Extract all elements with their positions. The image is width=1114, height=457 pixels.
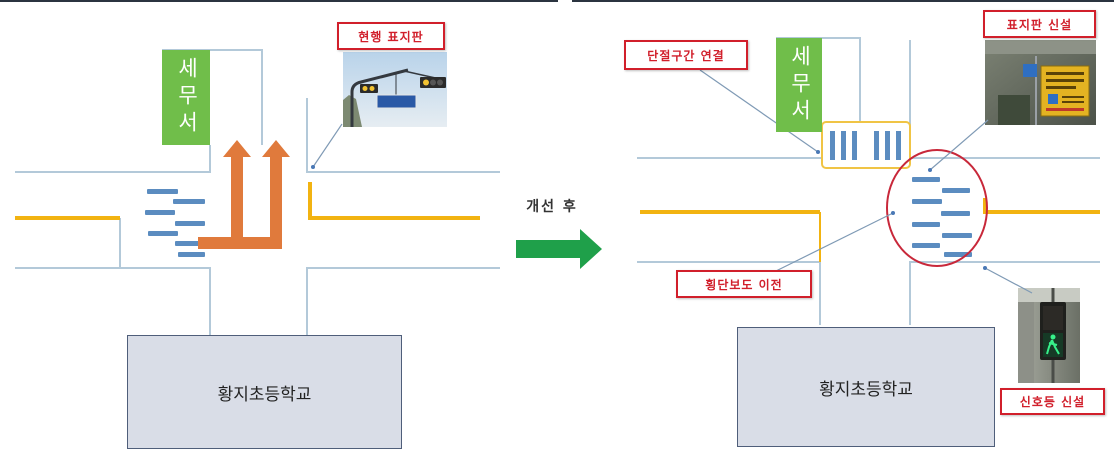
center-line-east: [308, 182, 480, 220]
sign-symbol: [1048, 94, 1058, 104]
crosswalk-stripe: [148, 231, 178, 236]
new-signal-photo: [1018, 288, 1080, 383]
road-edge-north-east: [306, 98, 500, 173]
signal-lamp: [362, 86, 368, 91]
straight-arrow-left: [198, 140, 251, 249]
tax-office-building: 세무서: [776, 38, 822, 132]
crosswalk-stripe: [912, 222, 940, 227]
road-edge-south-east: [306, 267, 500, 335]
bushes: [998, 95, 1030, 125]
building-label: 세무서: [175, 57, 198, 138]
signal-pole: [350, 68, 409, 127]
crosswalk-stripe: [885, 131, 890, 160]
crosswalk-stripe: [175, 221, 205, 226]
callout-pointer: [984, 267, 1033, 294]
callout-pointer: [699, 69, 819, 153]
road-edge-north-west: [15, 145, 211, 173]
callout-new-signal: 신호등 신설: [1000, 388, 1105, 415]
crosswalk-stripe: [178, 252, 205, 257]
straight-arrow-right: [236, 140, 290, 249]
callout-crosswalk-relocation: 횡단보도 이전: [676, 270, 812, 298]
callout-gap-connection: 단절구간 연결: [624, 40, 748, 70]
callout-current-sign: 현행 표지판: [337, 22, 445, 50]
after-panel: [637, 37, 1100, 383]
before-panel: [15, 49, 500, 335]
crosswalk-stripe: [147, 189, 178, 194]
callout-pointer: [929, 119, 989, 171]
callout-pointer: [312, 123, 343, 168]
photo-sky: [1018, 288, 1080, 302]
sign-text-stripe: [1046, 72, 1084, 75]
crosswalk-before: [145, 189, 207, 257]
callout-pointer-dot: [983, 266, 987, 270]
transition-label: 개선 후: [526, 199, 578, 215]
school-label: 황지초등학교: [819, 379, 913, 399]
signal-lamp: [369, 86, 375, 91]
tax-office-building: 세무서: [162, 50, 210, 145]
building-wall: [1018, 302, 1034, 383]
school-label: 황지초등학교: [217, 384, 312, 404]
building-label: 세무서: [788, 44, 811, 126]
crosswalk-stripe: [942, 233, 972, 238]
callout-pointer-dot: [311, 165, 315, 169]
crosswalk-stripe: [145, 210, 175, 215]
new-sign-photo: [985, 40, 1096, 125]
sign-text-stripe: [1046, 79, 1084, 82]
relocated-crosswalk: [912, 177, 972, 257]
callout-pointer-dot: [891, 211, 895, 215]
movement-arrows: [198, 140, 290, 249]
crosswalk-stripe: [896, 131, 901, 160]
signal-lamp: [423, 79, 429, 86]
road-edge-south-east: [909, 261, 1100, 325]
current-sign-photo: [343, 52, 447, 127]
crosswalk-stripe: [912, 199, 942, 204]
sign-text-stripe: [1062, 96, 1084, 98]
sign-text-stripe: [1062, 101, 1084, 103]
crosswalk-stripe: [173, 199, 205, 204]
crosswalk-stripe: [830, 131, 835, 160]
crosswalk-stripe: [942, 188, 970, 193]
connected-crosswalk: [830, 131, 901, 160]
crosswalk-stripe: [912, 177, 940, 182]
road-edge-south-west: [15, 267, 211, 335]
crosswalk-stripe: [874, 131, 879, 160]
sign-text-stripe: [1046, 108, 1084, 111]
callout-new-sign: 표지판 신설: [983, 10, 1096, 38]
crosswalk-stripe: [852, 131, 857, 160]
signal-lamp: [437, 79, 443, 86]
blue-road-sign: [376, 94, 417, 109]
school-building: 황지초등학교: [737, 327, 995, 447]
callout-pointer-dot: [928, 168, 932, 172]
sign-text-stripe: [1046, 86, 1076, 89]
signal-lamp: [430, 79, 436, 86]
highlight-circle: [886, 149, 988, 267]
callout-pointer-dot: [816, 150, 820, 154]
crosswalk-stripe: [912, 243, 940, 248]
blue-road-sign: [1023, 64, 1037, 77]
crosswalk-stripe: [941, 211, 970, 216]
improvement-arrow-icon: [516, 229, 602, 269]
signal-lamp-off: [1043, 306, 1063, 330]
callout-pointer: [775, 212, 894, 272]
center-line-east: [983, 198, 1100, 214]
school-building: 황지초등학교: [127, 335, 402, 449]
walking-figure-icon: [1046, 339, 1060, 355]
walking-figure-head: [1050, 334, 1056, 340]
photo-sky: [985, 40, 1096, 54]
crosswalk-stripe: [841, 131, 846, 160]
